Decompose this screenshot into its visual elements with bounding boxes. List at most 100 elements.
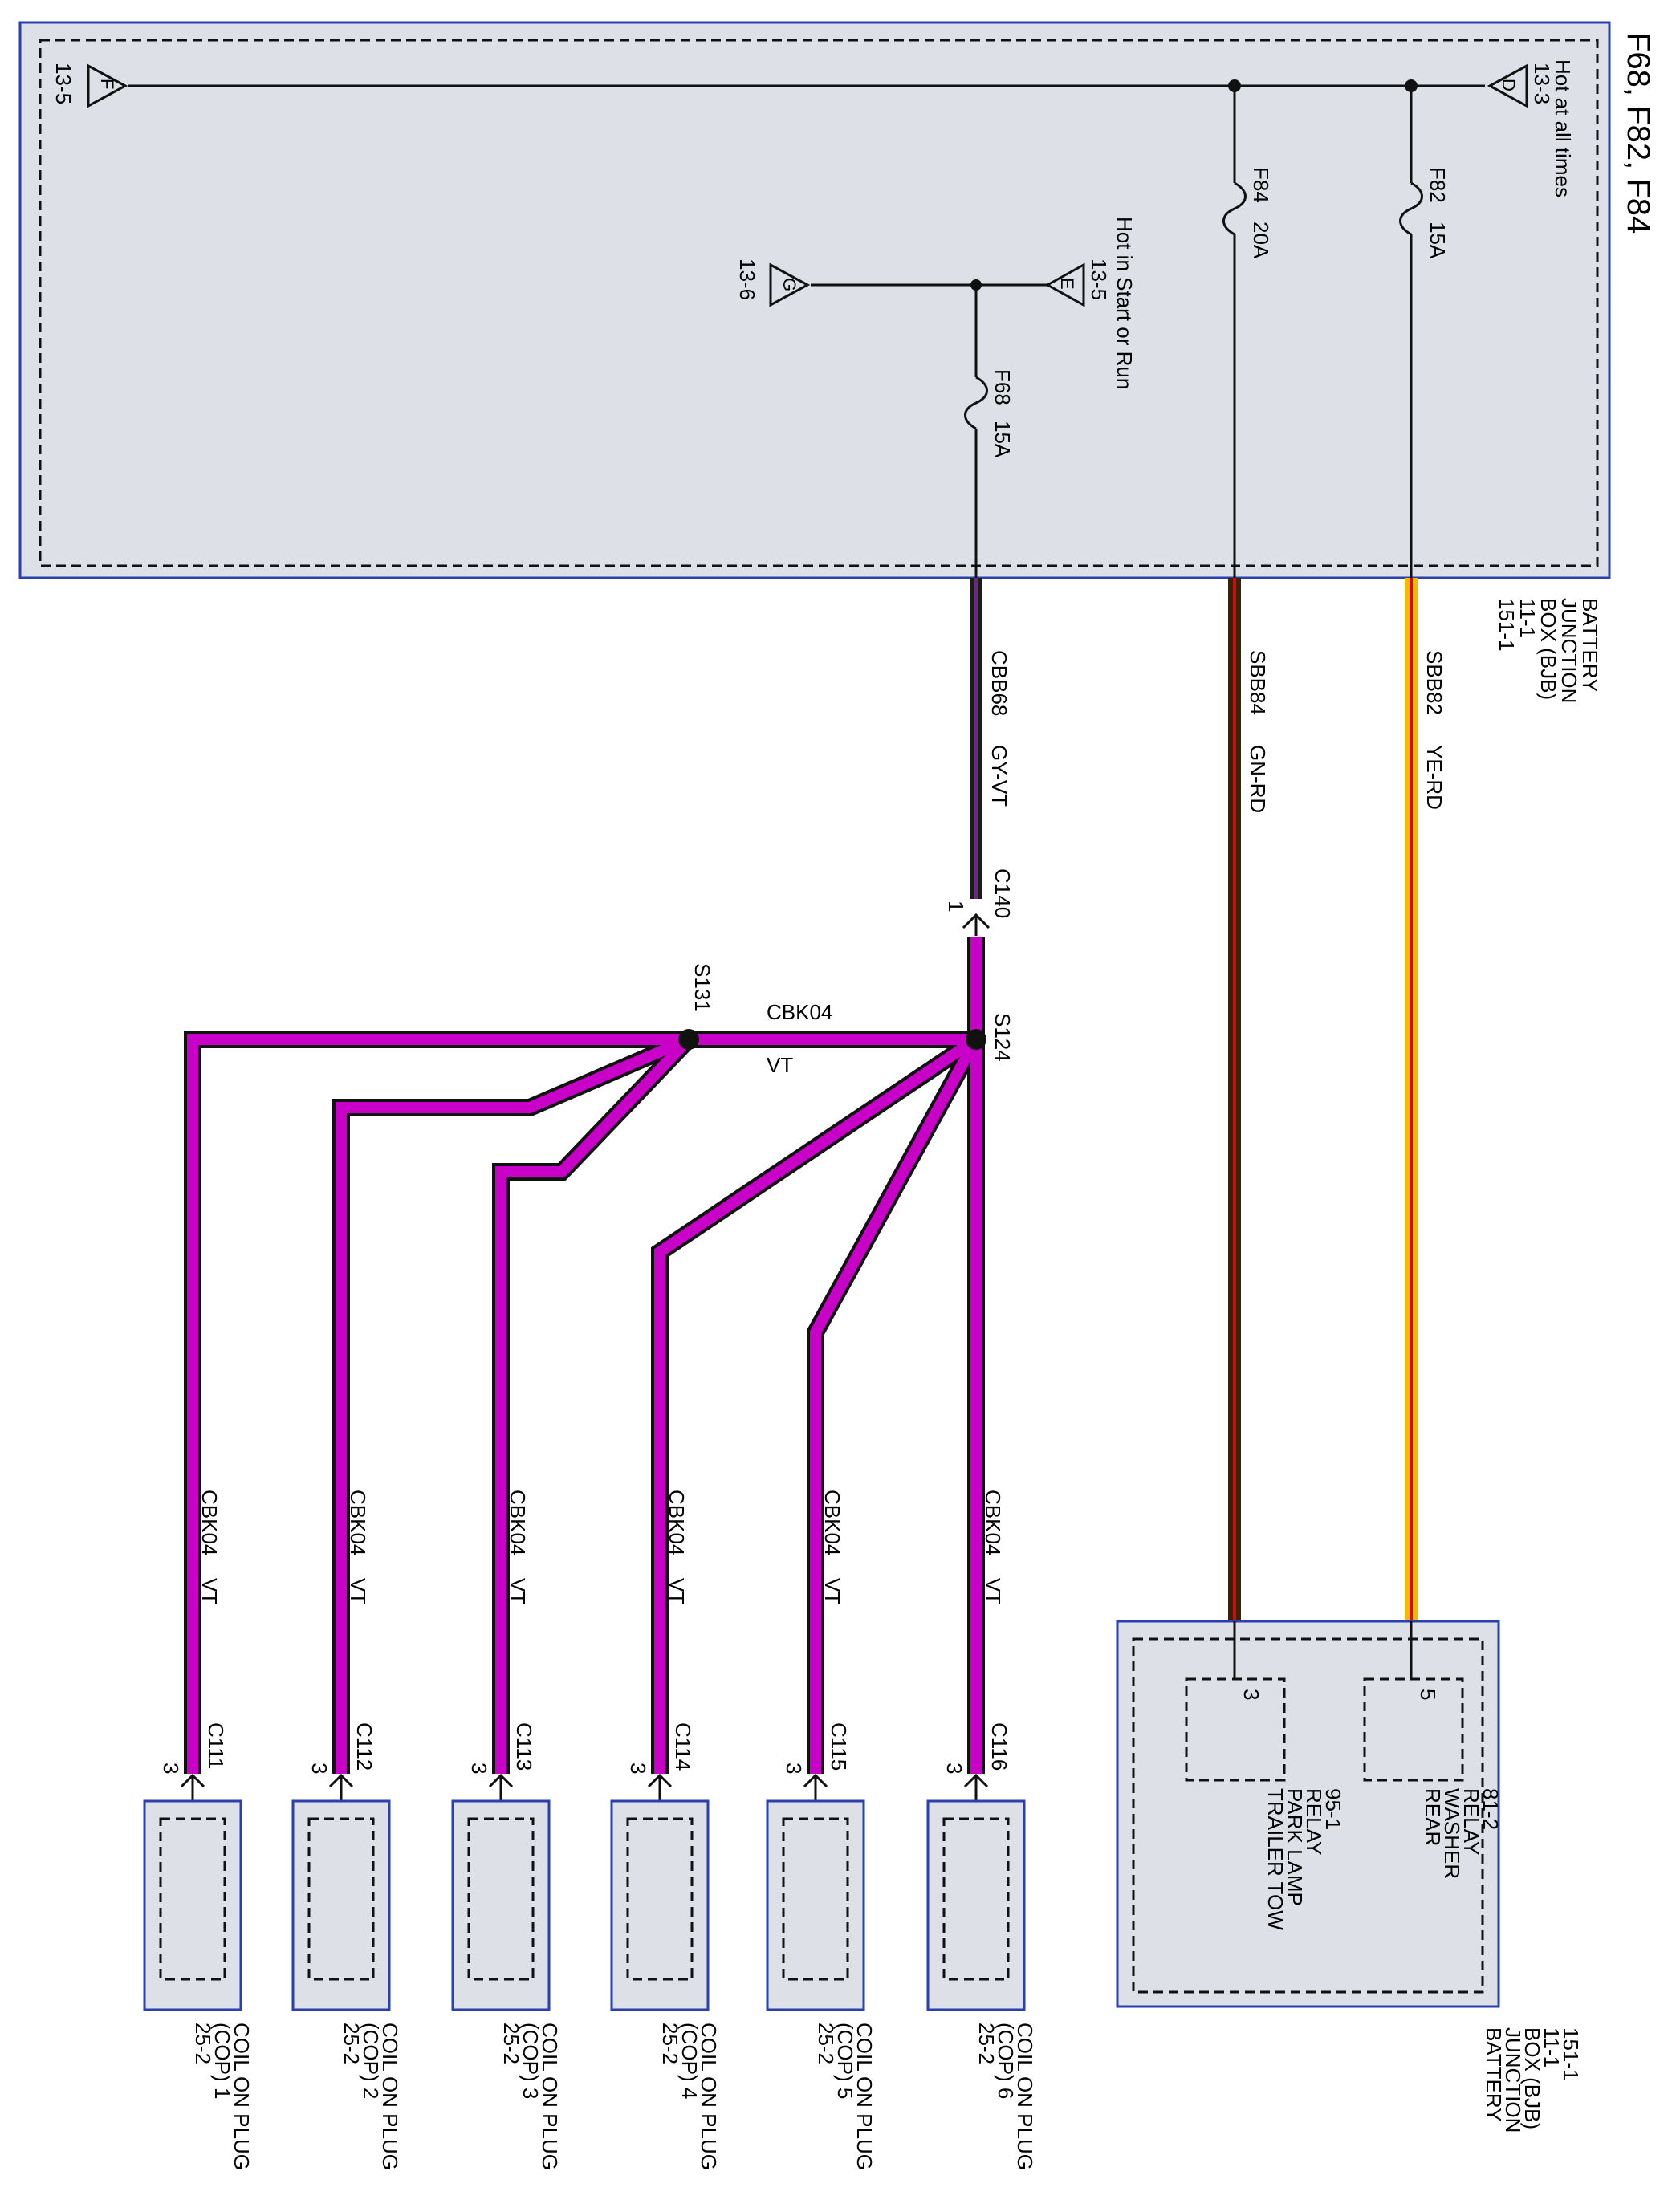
wire-cbb68-stripe <box>974 578 978 899</box>
fuse-f68-name: F68 <box>991 369 1015 405</box>
wire-sbb82-color: YE-RD <box>1422 745 1446 810</box>
wire-cbb68-color: GY-VT <box>987 745 1011 807</box>
branch-cop6-color: VT <box>981 1578 1005 1604</box>
coil-cop3-label: COIL ON PLUG (COP) 3 25-2 <box>499 2023 562 2176</box>
connector-c116-name: C116 <box>987 1722 1011 1771</box>
connector-c112-name: C112 <box>352 1722 376 1771</box>
rear-washer-relay <box>1363 1677 1464 1782</box>
trailer-tow-pin: 3 <box>1239 1689 1263 1700</box>
bus-f-letter: F <box>97 79 117 89</box>
coil-cop2-box <box>291 1799 391 2011</box>
fuse-f84-name: F84 <box>1249 167 1273 203</box>
wire-sbb84-color: GN-RD <box>1246 745 1270 813</box>
coil-cop2-inner <box>307 1817 375 1981</box>
connector-c112-pin: 3 <box>307 1763 332 1774</box>
diagram-title: F68, F82, F84 <box>1621 32 1656 234</box>
cbk04-harness <box>184 937 985 1774</box>
connector-c114-name: C114 <box>671 1722 695 1771</box>
branch-cop4-color: VT <box>665 1578 689 1604</box>
coil-cop6-box <box>926 1799 1026 2011</box>
fuse-f82-rating: 15A <box>1426 222 1450 259</box>
bus-d-triangle-icon <box>1487 63 1528 108</box>
wire-cbb68-circuit: CBB68 <box>987 650 1011 716</box>
wire-sbb82-circuit: SBB82 <box>1422 650 1446 715</box>
fuse-f68-icon <box>964 376 988 430</box>
fuse-f68-rating: 15A <box>991 421 1015 458</box>
bus-g-triangle-icon <box>769 262 811 307</box>
coil-cop1-box <box>143 1799 242 2011</box>
coil-cop5-box <box>766 1799 865 2011</box>
cbk04-trunk-color: VT <box>767 1053 793 1077</box>
bus-d-letter: D <box>1499 79 1519 91</box>
connector-c111-pin: 3 <box>159 1763 183 1774</box>
coil-cop5-label: COIL ON PLUG (COP) 5 25-2 <box>814 2023 877 2176</box>
coil-cop6-inner <box>942 1817 1010 1981</box>
branch-cop3-circuit: CBK04 <box>506 1490 530 1555</box>
coil-cop4-box <box>610 1799 710 2011</box>
coil-cop4-inner <box>626 1817 694 1981</box>
connector-c140-pin: 1 <box>944 901 968 912</box>
connector-c115-pin: 3 <box>782 1763 806 1774</box>
hot-at-all-times-label: Hot at all times <box>1551 59 1575 197</box>
bus-g-ref: 13-6 <box>735 258 759 300</box>
bus-f-triangle-icon <box>87 63 128 108</box>
trailer-tow-label: TRAILER TOW PARK LAMP RELAY 95-1 <box>1263 1788 1345 1936</box>
splice-s124-label: S124 <box>991 1013 1015 1062</box>
branch-cop2-circuit: CBK04 <box>346 1490 370 1555</box>
branch-cop2-color: VT <box>346 1578 370 1604</box>
connector-c112-icon <box>328 1773 354 1801</box>
fuse-f84-rating: 20A <box>1249 222 1273 259</box>
connector-c111-name: C111 <box>204 1722 228 1769</box>
bjb-relay-box-inner <box>1132 1637 1484 1994</box>
connector-c140-name: C140 <box>991 868 1015 918</box>
connector-c116-icon <box>963 1773 989 1801</box>
bus-d-ref: 13-3 <box>1530 63 1554 104</box>
coil-cop6-label: COIL ON PLUG (COP) 6 25-2 <box>974 2023 1037 2176</box>
trailer-tow-relay <box>1185 1677 1286 1782</box>
branch-cop1-circuit: CBK04 <box>197 1490 222 1555</box>
rear-washer-pin: 5 <box>1416 1689 1440 1700</box>
coil-cop2-label: COIL ON PLUG (COP) 2 25-2 <box>340 2023 402 2176</box>
fuse-f82-name: F82 <box>1426 167 1450 203</box>
splice-s131-label: S131 <box>690 963 714 1012</box>
branch-cop5-color: VT <box>820 1578 844 1604</box>
branch-cop5-circuit: CBK04 <box>820 1490 844 1555</box>
coil-cop5-inner <box>782 1817 849 1981</box>
connector-c114-icon <box>647 1773 673 1801</box>
connector-c113-icon <box>488 1773 514 1801</box>
coil-cop3-box <box>451 1799 551 2011</box>
branch-cop4-circuit: CBK04 <box>665 1490 689 1555</box>
coil-cop3-inner <box>467 1817 535 1981</box>
connector-c115-name: C115 <box>827 1722 851 1771</box>
rear-washer-label: REAR WASHER RELAY 81-2 <box>1421 1788 1503 1885</box>
bjb-label-top: BATTERY JUNCTION BOX (BJB) 11-1 151-1 <box>1495 598 1602 710</box>
coil-cop1-label: COIL ON PLUG (COP) 1 25-2 <box>191 2023 254 2176</box>
connector-c114-pin: 3 <box>626 1763 650 1774</box>
connector-c113-name: C113 <box>512 1722 536 1771</box>
wire-sbb84-stripe <box>1233 578 1236 1621</box>
connector-c115-icon <box>803 1773 828 1801</box>
splice-s124-dot <box>966 1029 986 1050</box>
branch-cop3-color: VT <box>506 1578 530 1604</box>
bus-e-letter: E <box>1057 278 1077 290</box>
bus-f-ref: 13-5 <box>51 63 75 104</box>
branch-cop1-color: VT <box>197 1578 222 1604</box>
splice-s131-dot <box>678 1029 699 1050</box>
bjb-label-bottom: BATTERY JUNCTION BOX (BJB) 11-1 151-1 <box>1482 2027 1583 2139</box>
coil-cop1-inner <box>159 1817 226 1981</box>
bus-e-triangle-icon <box>1044 262 1085 307</box>
bjb-fuse-box-inner <box>39 39 1599 567</box>
bjb-relay-box <box>1116 1620 1500 2008</box>
connector-c140-icon <box>962 913 991 936</box>
cbk04-trunk-circuit: CBK04 <box>767 1000 832 1024</box>
coil-cop4-label: COIL ON PLUG (COP) 4 25-2 <box>658 2023 721 2176</box>
connector-c113-pin: 3 <box>467 1763 491 1774</box>
wire-sbb82-stripe <box>1410 578 1413 1621</box>
bjb-fuse-box <box>18 21 1611 579</box>
connector-c116-pin: 3 <box>942 1763 966 1774</box>
wire-sbb84-circuit: SBB84 <box>1246 650 1270 715</box>
bus-e-ref: 13-5 <box>1087 258 1111 300</box>
bus-g-letter: G <box>779 278 799 291</box>
hot-in-start-run-label: Hot in Start or Run <box>1113 217 1137 389</box>
